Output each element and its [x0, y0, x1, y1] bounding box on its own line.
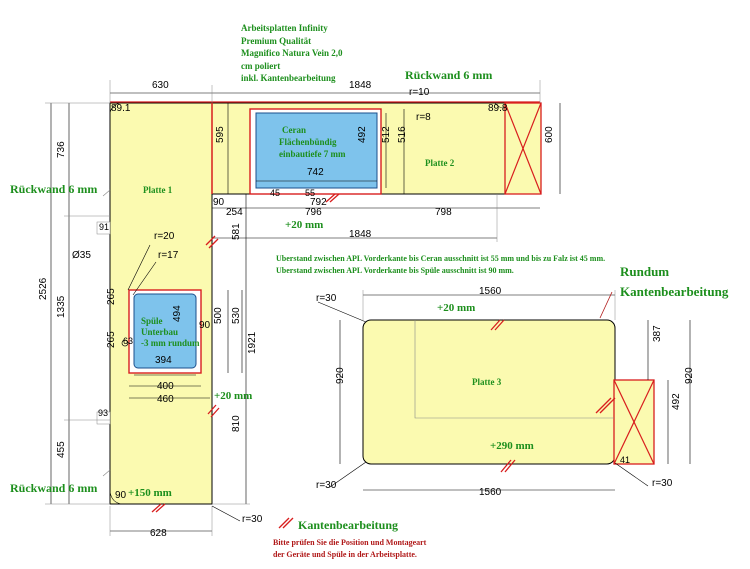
rueckwand-left-label: Rückwand 6 mm: [10, 182, 98, 196]
overhang-label: +20 mm: [285, 219, 324, 231]
sink-label: Spüle: [141, 316, 163, 326]
ceran-label: Flächenbündig: [279, 137, 337, 147]
dim-label: 1560: [479, 487, 502, 498]
ceran-label: Ceran: [282, 125, 306, 135]
dim-label: 600: [544, 126, 555, 143]
dim-label: r=10: [409, 87, 430, 98]
info-line: Magnifico Natura Vein 2,0: [241, 48, 343, 58]
overhang-label: +20 mm: [437, 302, 476, 314]
dim-label: r=30: [316, 480, 337, 491]
dim-label: Ø35: [72, 250, 91, 261]
plate-1-label: Platte 1: [143, 185, 173, 195]
dim-label: 798: [435, 207, 452, 218]
dim-label: 93: [98, 408, 109, 418]
dim-label: 810: [231, 415, 242, 432]
info-line: cm poliert: [241, 60, 281, 71]
dim-label: 500: [213, 307, 224, 324]
dim-label: 630: [152, 80, 169, 91]
plate-2-label: Platte 2: [425, 158, 455, 168]
dim-label: 530: [231, 307, 242, 324]
corner-arc: [109, 102, 122, 114]
dim-label: 512: [381, 126, 392, 143]
corner-arc: [109, 491, 123, 505]
dim-label: 265: [106, 288, 117, 305]
dim-label: 494: [172, 305, 183, 322]
info-line: Arbeitsplatten Infinity: [241, 23, 328, 33]
dim-label: 492: [357, 126, 368, 143]
legend-label: Kantenbearbeitung: [298, 518, 399, 532]
edge-slash-marks: [151, 193, 616, 529]
overhang-label: +290 mm: [490, 440, 534, 452]
dim-label: 254: [226, 207, 243, 218]
rueckwand-top-label: Rückwand 6 mm: [405, 68, 493, 82]
dim-label: 920: [335, 367, 346, 384]
dim-label: 89.8: [488, 103, 508, 114]
dim-label: 492: [671, 393, 682, 410]
dim-label: r=30: [242, 514, 263, 525]
sink-label: -3 mm rundum: [141, 338, 200, 348]
dim-label: 792: [310, 197, 327, 208]
info-line: Premium Qualität: [241, 35, 312, 46]
sink-label: Unterbau: [141, 327, 179, 337]
dim-label: 796: [305, 207, 322, 218]
dim-label: r=17: [158, 250, 179, 261]
check-note: Bitte prüfen Sie die Position und Montag…: [273, 538, 427, 547]
dim-label: 736: [56, 141, 67, 158]
dim-label: r=8: [416, 112, 431, 123]
plate-3-label: Platte 3: [472, 377, 502, 387]
check-note: der Geräte und Spüle in der Arbeitsplatt…: [273, 550, 417, 559]
dim-label: 394: [155, 355, 172, 366]
dim-label: 45: [270, 188, 281, 198]
dim-label: 1921: [247, 331, 258, 354]
dim-label: 400: [157, 381, 174, 392]
ceran-cutout: [255, 112, 378, 189]
dim-label: 920: [684, 367, 695, 384]
dim-label: 1335: [56, 295, 67, 318]
rundum-label: Kantenbearbeitung: [620, 284, 729, 299]
dim-label: 2526: [38, 277, 49, 300]
dim-label: 1848: [349, 80, 372, 91]
rueckwand-left-label: Rückwand 6 mm: [10, 481, 98, 495]
dim-label: r=30: [652, 478, 673, 489]
dim-label: r=30: [316, 293, 337, 304]
tap-hole: [121, 339, 129, 347]
dim-label: 89.1: [111, 103, 131, 114]
dim-label: 455: [56, 441, 67, 458]
overhang-label: +150 mm: [128, 487, 172, 499]
dim-label: 90: [213, 197, 225, 208]
note-line: Uberstand zwischen APL Vorderkante bis S…: [276, 266, 514, 275]
dim-label: 581: [231, 223, 242, 240]
plate-3-outline: [362, 319, 616, 465]
dim-label: 742: [307, 167, 324, 178]
dim-label: 41: [620, 455, 631, 465]
dim-label: 1560: [479, 286, 502, 297]
dim-label: 595: [215, 126, 226, 143]
dim-label: 90: [199, 320, 211, 331]
dim-label: r=20: [154, 231, 175, 242]
dim-label: 55: [305, 188, 316, 198]
ceran-label: einbautiefe 7 mm: [279, 149, 346, 159]
dim-label: 265: [106, 331, 117, 348]
overhang-label: +20 mm: [214, 390, 253, 402]
dim-label: 63: [123, 336, 134, 346]
dim-label: 628: [150, 528, 167, 539]
dim-label: 387: [652, 325, 663, 342]
dim-label: 460: [157, 394, 174, 405]
sink-cutout: [133, 293, 197, 369]
dim-label: 91: [99, 222, 110, 232]
rundum-label: Rundum: [620, 264, 670, 279]
dim-label: 90: [115, 490, 127, 501]
dim-label: 516: [397, 126, 408, 143]
note-line: Uberstand zwischen APL Vorderkante bis C…: [276, 254, 606, 263]
material-info: Arbeitsplatten Infinity Premium Qualität…: [241, 22, 343, 85]
info-line: inkl. Kantenbearbeitung: [241, 73, 336, 83]
dim-label: 1848: [349, 229, 372, 240]
